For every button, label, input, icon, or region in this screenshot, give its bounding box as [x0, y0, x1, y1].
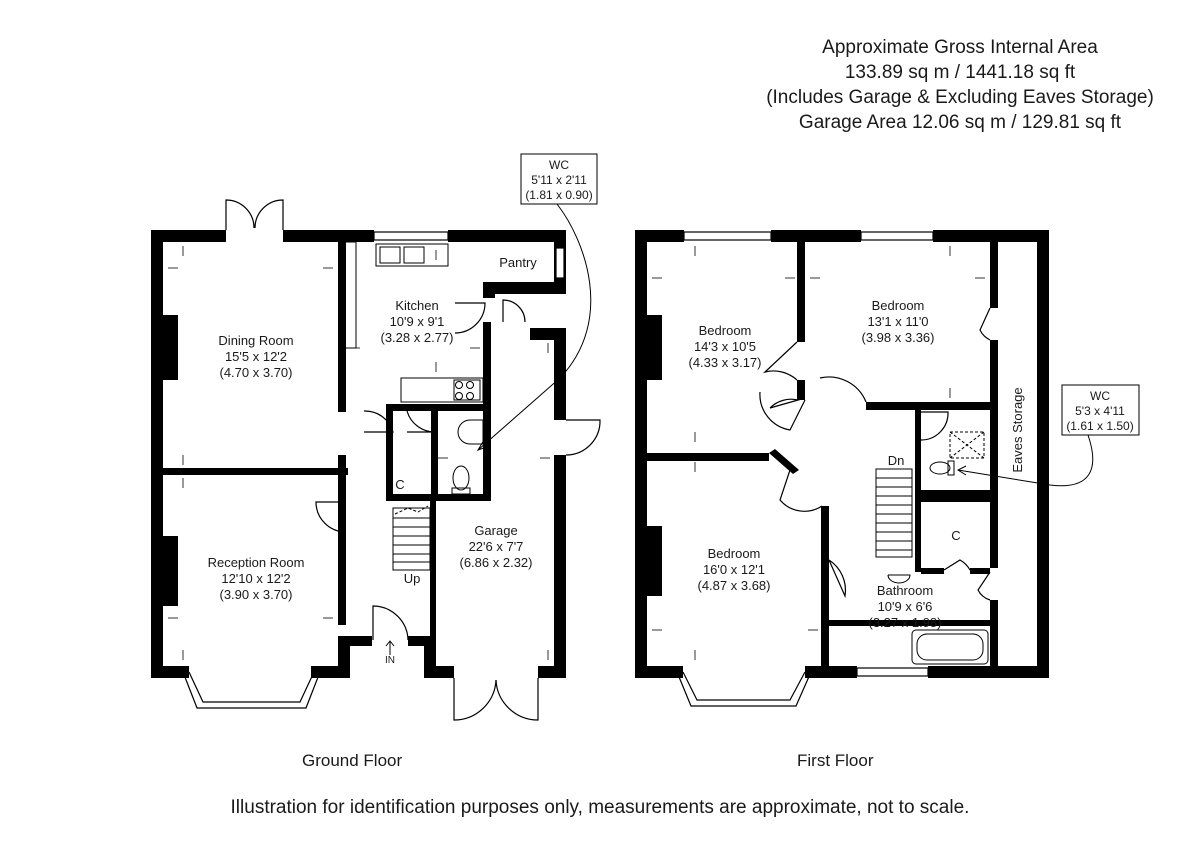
gross-area-value: 133.89 sq m / 1441.18 sq ft	[844, 62, 1076, 83]
pantry-name: Pantry	[499, 255, 537, 270]
area-note: (Includes Garage & Excluding Eaves Stora…	[766, 87, 1154, 108]
bedroom-2-name: Bedroom	[872, 298, 925, 313]
first-wc-metric: (1.61 x 1.50)	[1066, 419, 1133, 433]
reception-room-imperial: 12'10 x 12'2	[221, 571, 290, 586]
room-labels: Dining Room 15'5 x 12'2 (4.70 x 3.70) Ki…	[208, 158, 1134, 630]
first-floor-walls	[635, 230, 1049, 678]
ground-stairs	[385, 505, 431, 655]
first-wc-imperial: 5'3 x 4'11	[1075, 404, 1125, 418]
kitchen-metric: (3.28 x 2.77)	[381, 330, 454, 345]
bathroom-metric: (3.27 x 1.98)	[869, 615, 942, 630]
bedroom-2-metric: (3.98 x 3.36)	[862, 330, 935, 345]
eaves-storage-label: Eaves Storage	[1010, 387, 1025, 472]
garage-area-value: Garage Area 12.06 sq m / 129.81 sq ft	[798, 112, 1122, 133]
bathroom-imperial: 10'9 x 6'6	[878, 599, 933, 614]
ground-wc-imperial: 5'11 x 2'11	[531, 173, 587, 187]
first-floor-doors	[759, 307, 991, 601]
reception-room-name: Reception Room	[208, 555, 305, 570]
first-stairs-label: Dn	[888, 453, 905, 468]
ground-wc-metric: (1.81 x 0.90)	[525, 188, 592, 202]
bathroom-name: Bathroom	[877, 583, 933, 598]
bedroom-1-metric: (4.33 x 3.17)	[689, 355, 762, 370]
ground-floor-label: Ground Floor	[302, 751, 403, 770]
first-wc-callout	[956, 384, 1140, 487]
garage-name: Garage	[474, 523, 517, 538]
ground-cupboard-label: C	[395, 477, 404, 492]
first-cupboard-label: C	[951, 528, 960, 543]
first-floor-plan: Dn C Eaves Storage	[635, 230, 1049, 707]
ground-floor-walls	[151, 230, 566, 678]
kitchen-imperial: 10'9 x 9'1	[390, 314, 445, 329]
bedroom-2-imperial: 13'1 x 11'0	[867, 314, 928, 329]
bathroom-fittings	[887, 431, 989, 665]
first-floor-windows	[676, 231, 934, 707]
entrance-label: IN	[385, 655, 395, 666]
first-wc-name: WC	[1090, 389, 1110, 403]
first-floor-label: First Floor	[797, 751, 874, 770]
area-title: Approximate Gross Internal Area	[822, 37, 1098, 58]
dining-room-imperial: 15'5 x 12'2	[225, 349, 287, 364]
ground-wc-callout	[476, 153, 598, 451]
first-stairs	[875, 468, 913, 558]
ground-dimension-marks	[168, 246, 550, 660]
bedroom-3-imperial: 16'0 x 12'1	[703, 562, 765, 577]
dining-room-metric: (4.70 x 3.70)	[220, 365, 293, 380]
kitchen-fittings	[346, 241, 549, 495]
disclaimer: Illustration for identification purposes…	[230, 797, 970, 818]
ground-floor-plan: C Up IN	[151, 199, 601, 721]
dining-room-name: Dining Room	[218, 333, 293, 348]
reception-room-metric: (3.90 x 3.70)	[220, 587, 293, 602]
ground-floor-windows	[182, 231, 565, 709]
kitchen-name: Kitchen	[395, 298, 438, 313]
ground-wc-name: WC	[549, 158, 569, 172]
bedroom-3-name: Bedroom	[708, 546, 761, 561]
bedroom-1-name: Bedroom	[699, 323, 752, 338]
first-dimension-marks	[652, 246, 985, 660]
ground-floor-doors	[225, 199, 601, 721]
garage-imperial: 22'6 x 7'7	[469, 539, 524, 554]
ground-stairs-label: Up	[404, 571, 421, 586]
bedroom-3-metric: (4.87 x 3.68)	[698, 578, 771, 593]
garage-metric: (6.86 x 2.32)	[460, 555, 533, 570]
bedroom-1-imperial: 14'3 x 10'5	[694, 339, 756, 354]
